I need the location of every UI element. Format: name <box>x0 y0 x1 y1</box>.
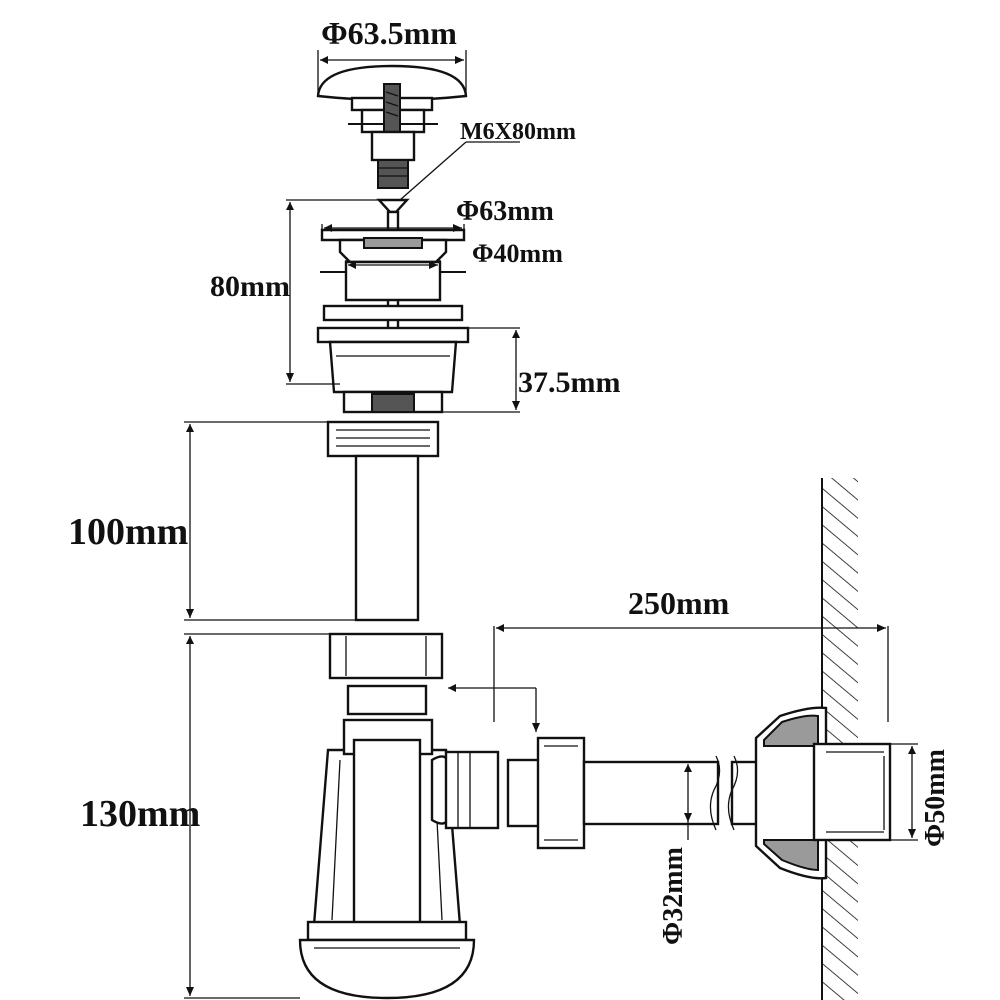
trap-height-label: 130mm <box>80 793 200 835</box>
trap-outlet <box>444 736 586 850</box>
pipe-diameter-label: Φ32mm <box>658 847 689 945</box>
outlet-length-label: 250mm <box>628 585 730 621</box>
waste-height-label: 80mm <box>210 270 290 303</box>
screw-label: M6X80mm <box>460 119 576 145</box>
flange-diameter-label: Φ63mm <box>456 196 554 227</box>
dimension-lines <box>184 50 918 999</box>
wall <box>821 478 858 1000</box>
trap-nut <box>328 632 444 716</box>
extension-pipe <box>326 420 440 622</box>
popup-cap <box>316 64 468 189</box>
pipe-length-label: 100mm <box>68 511 188 553</box>
thread-height-label: 37.5mm <box>518 366 620 399</box>
body-diameter-label: Φ40mm <box>472 239 563 268</box>
waste-body <box>316 228 470 414</box>
wall-rosette <box>754 706 892 880</box>
outlet-diameter-label: Φ50mm <box>920 749 951 847</box>
bottle-trap <box>298 718 476 1000</box>
cap-diameter-label: Φ63.5mm <box>321 15 457 51</box>
